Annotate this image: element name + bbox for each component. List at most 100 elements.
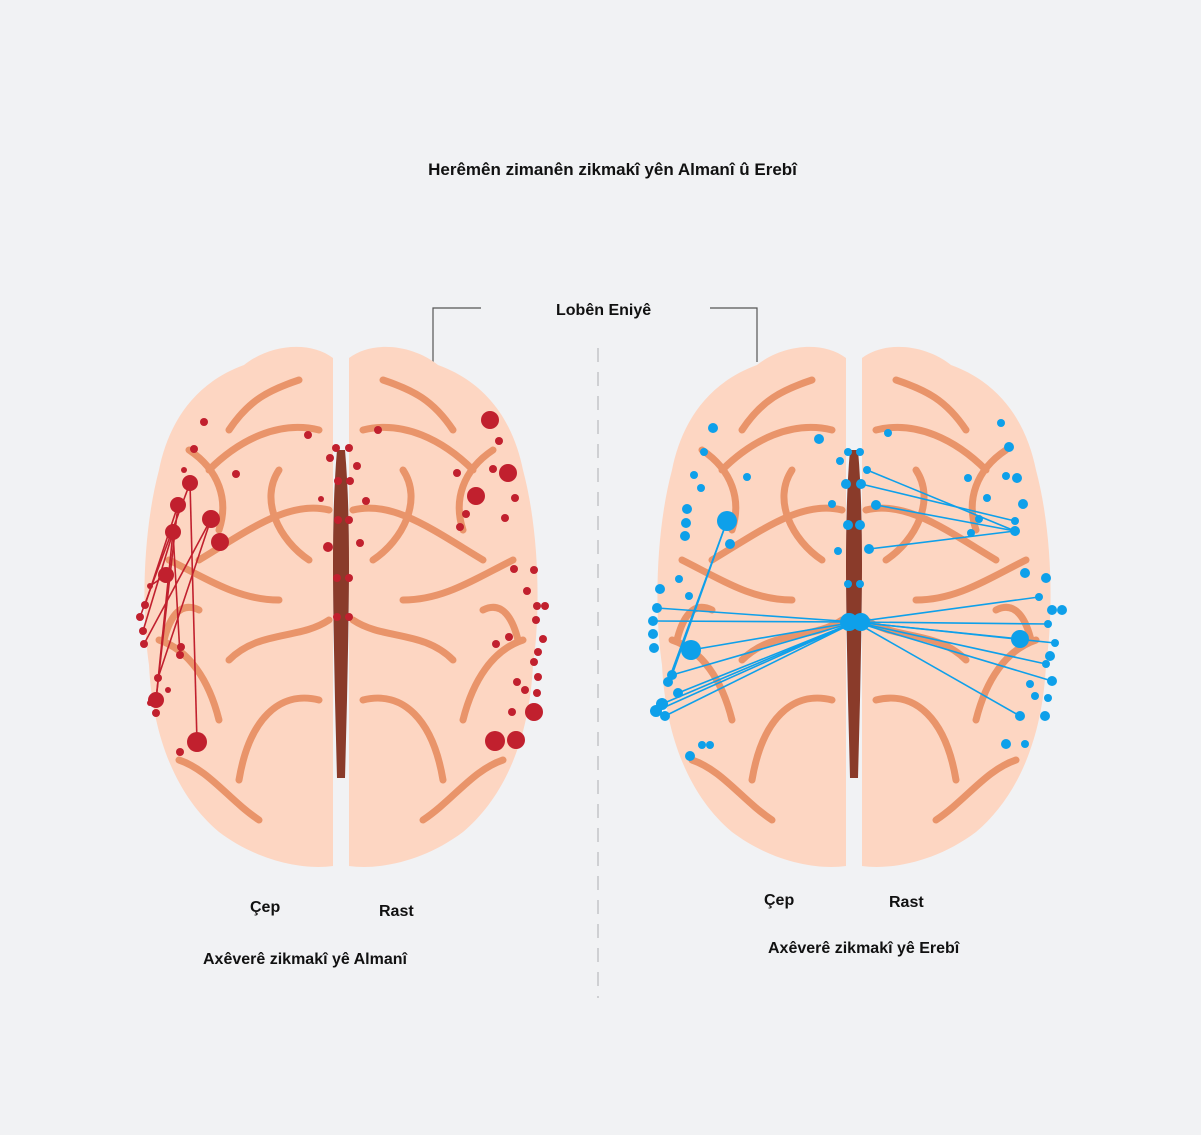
activation-point xyxy=(326,454,334,462)
activation-point xyxy=(176,748,184,756)
activation-point xyxy=(1011,630,1029,648)
activation-point xyxy=(1020,568,1030,578)
activation-point xyxy=(1031,692,1039,700)
activation-point xyxy=(200,418,208,426)
activation-point xyxy=(884,429,892,437)
right-hemisphere xyxy=(349,346,538,867)
activation-point xyxy=(1045,651,1055,661)
connection-line xyxy=(690,621,856,651)
activation-point xyxy=(333,574,341,582)
activation-point xyxy=(697,484,705,492)
activation-point xyxy=(690,471,698,479)
activation-point xyxy=(187,732,207,752)
activation-point xyxy=(1051,639,1059,647)
gyrus xyxy=(419,756,507,824)
gyrus xyxy=(235,694,323,784)
activation-point xyxy=(346,477,354,485)
activation-point xyxy=(1001,739,1011,749)
gyrus xyxy=(369,466,415,564)
activation-point xyxy=(650,705,662,717)
gyrus xyxy=(155,636,223,724)
activation-point xyxy=(139,627,147,635)
activation-point xyxy=(462,510,470,518)
activation-point xyxy=(499,464,517,482)
connection-line xyxy=(189,482,198,743)
activation-point xyxy=(345,574,353,582)
activation-point xyxy=(541,602,549,610)
activation-point xyxy=(453,469,461,477)
activation-point xyxy=(681,518,691,528)
activation-point xyxy=(141,601,149,609)
activation-point xyxy=(856,580,864,588)
activation-point xyxy=(533,689,541,697)
right-hemisphere-label: Rast xyxy=(379,903,414,920)
activation-point xyxy=(152,709,160,717)
activation-point xyxy=(508,708,516,716)
activation-point xyxy=(663,677,673,687)
connection-line xyxy=(172,531,181,656)
callout-line-right xyxy=(710,307,758,362)
activation-point xyxy=(1035,593,1043,601)
activation-point xyxy=(456,523,464,531)
activation-point xyxy=(489,465,497,473)
gyrus xyxy=(349,504,487,564)
gyrus xyxy=(379,376,457,434)
activation-point xyxy=(345,516,353,524)
activation-point xyxy=(1042,660,1050,668)
gyrus xyxy=(932,756,1020,824)
connection-line xyxy=(854,621,1047,665)
activation-point xyxy=(1015,711,1025,721)
activation-point xyxy=(534,673,542,681)
activation-point xyxy=(513,678,521,686)
activation-point xyxy=(681,640,701,660)
gyrus xyxy=(708,504,846,564)
connection-line xyxy=(854,621,1049,625)
activation-point xyxy=(332,444,340,452)
activation-point xyxy=(521,686,529,694)
connection-line xyxy=(664,621,856,717)
longitudinal-fissure xyxy=(333,450,349,778)
activation-point xyxy=(530,658,538,666)
activation-point xyxy=(147,700,153,706)
activation-point xyxy=(1047,676,1057,686)
german-caption: Axêverê zikmakî yê Almanî xyxy=(203,951,407,968)
activation-point xyxy=(1044,620,1052,628)
activation-point xyxy=(511,494,519,502)
activation-point xyxy=(304,431,312,439)
gyrus xyxy=(225,376,303,434)
right-hemisphere-label: Rast xyxy=(889,894,924,911)
connection-line xyxy=(142,531,174,632)
activation-point xyxy=(362,497,370,505)
activation-point xyxy=(136,613,144,621)
activation-point xyxy=(481,411,499,429)
activation-point xyxy=(334,477,342,485)
gyrus xyxy=(872,694,960,784)
gyrus xyxy=(882,466,928,564)
left-hemisphere xyxy=(144,346,333,867)
activation-point xyxy=(1021,740,1029,748)
gyrus xyxy=(912,556,1030,604)
gyrus xyxy=(185,446,227,534)
activation-point xyxy=(165,524,181,540)
activation-point xyxy=(374,426,382,434)
activation-point xyxy=(1041,573,1051,583)
activation-point xyxy=(652,603,662,613)
activation-point xyxy=(492,640,500,648)
gyrus xyxy=(892,376,970,434)
activation-point xyxy=(1012,473,1022,483)
activation-point xyxy=(1010,526,1020,536)
left-hemisphere xyxy=(657,346,846,867)
activation-point xyxy=(1047,605,1057,615)
gyrus xyxy=(349,616,457,664)
gyrus xyxy=(748,694,836,784)
activation-point xyxy=(864,544,874,554)
gyrus xyxy=(780,466,826,564)
activation-point xyxy=(334,516,342,524)
activation-point xyxy=(140,640,148,648)
activation-point xyxy=(655,584,665,594)
activation-point xyxy=(345,444,353,452)
activation-point xyxy=(673,688,683,698)
activation-point xyxy=(318,496,324,502)
callout-line-left xyxy=(432,307,481,362)
